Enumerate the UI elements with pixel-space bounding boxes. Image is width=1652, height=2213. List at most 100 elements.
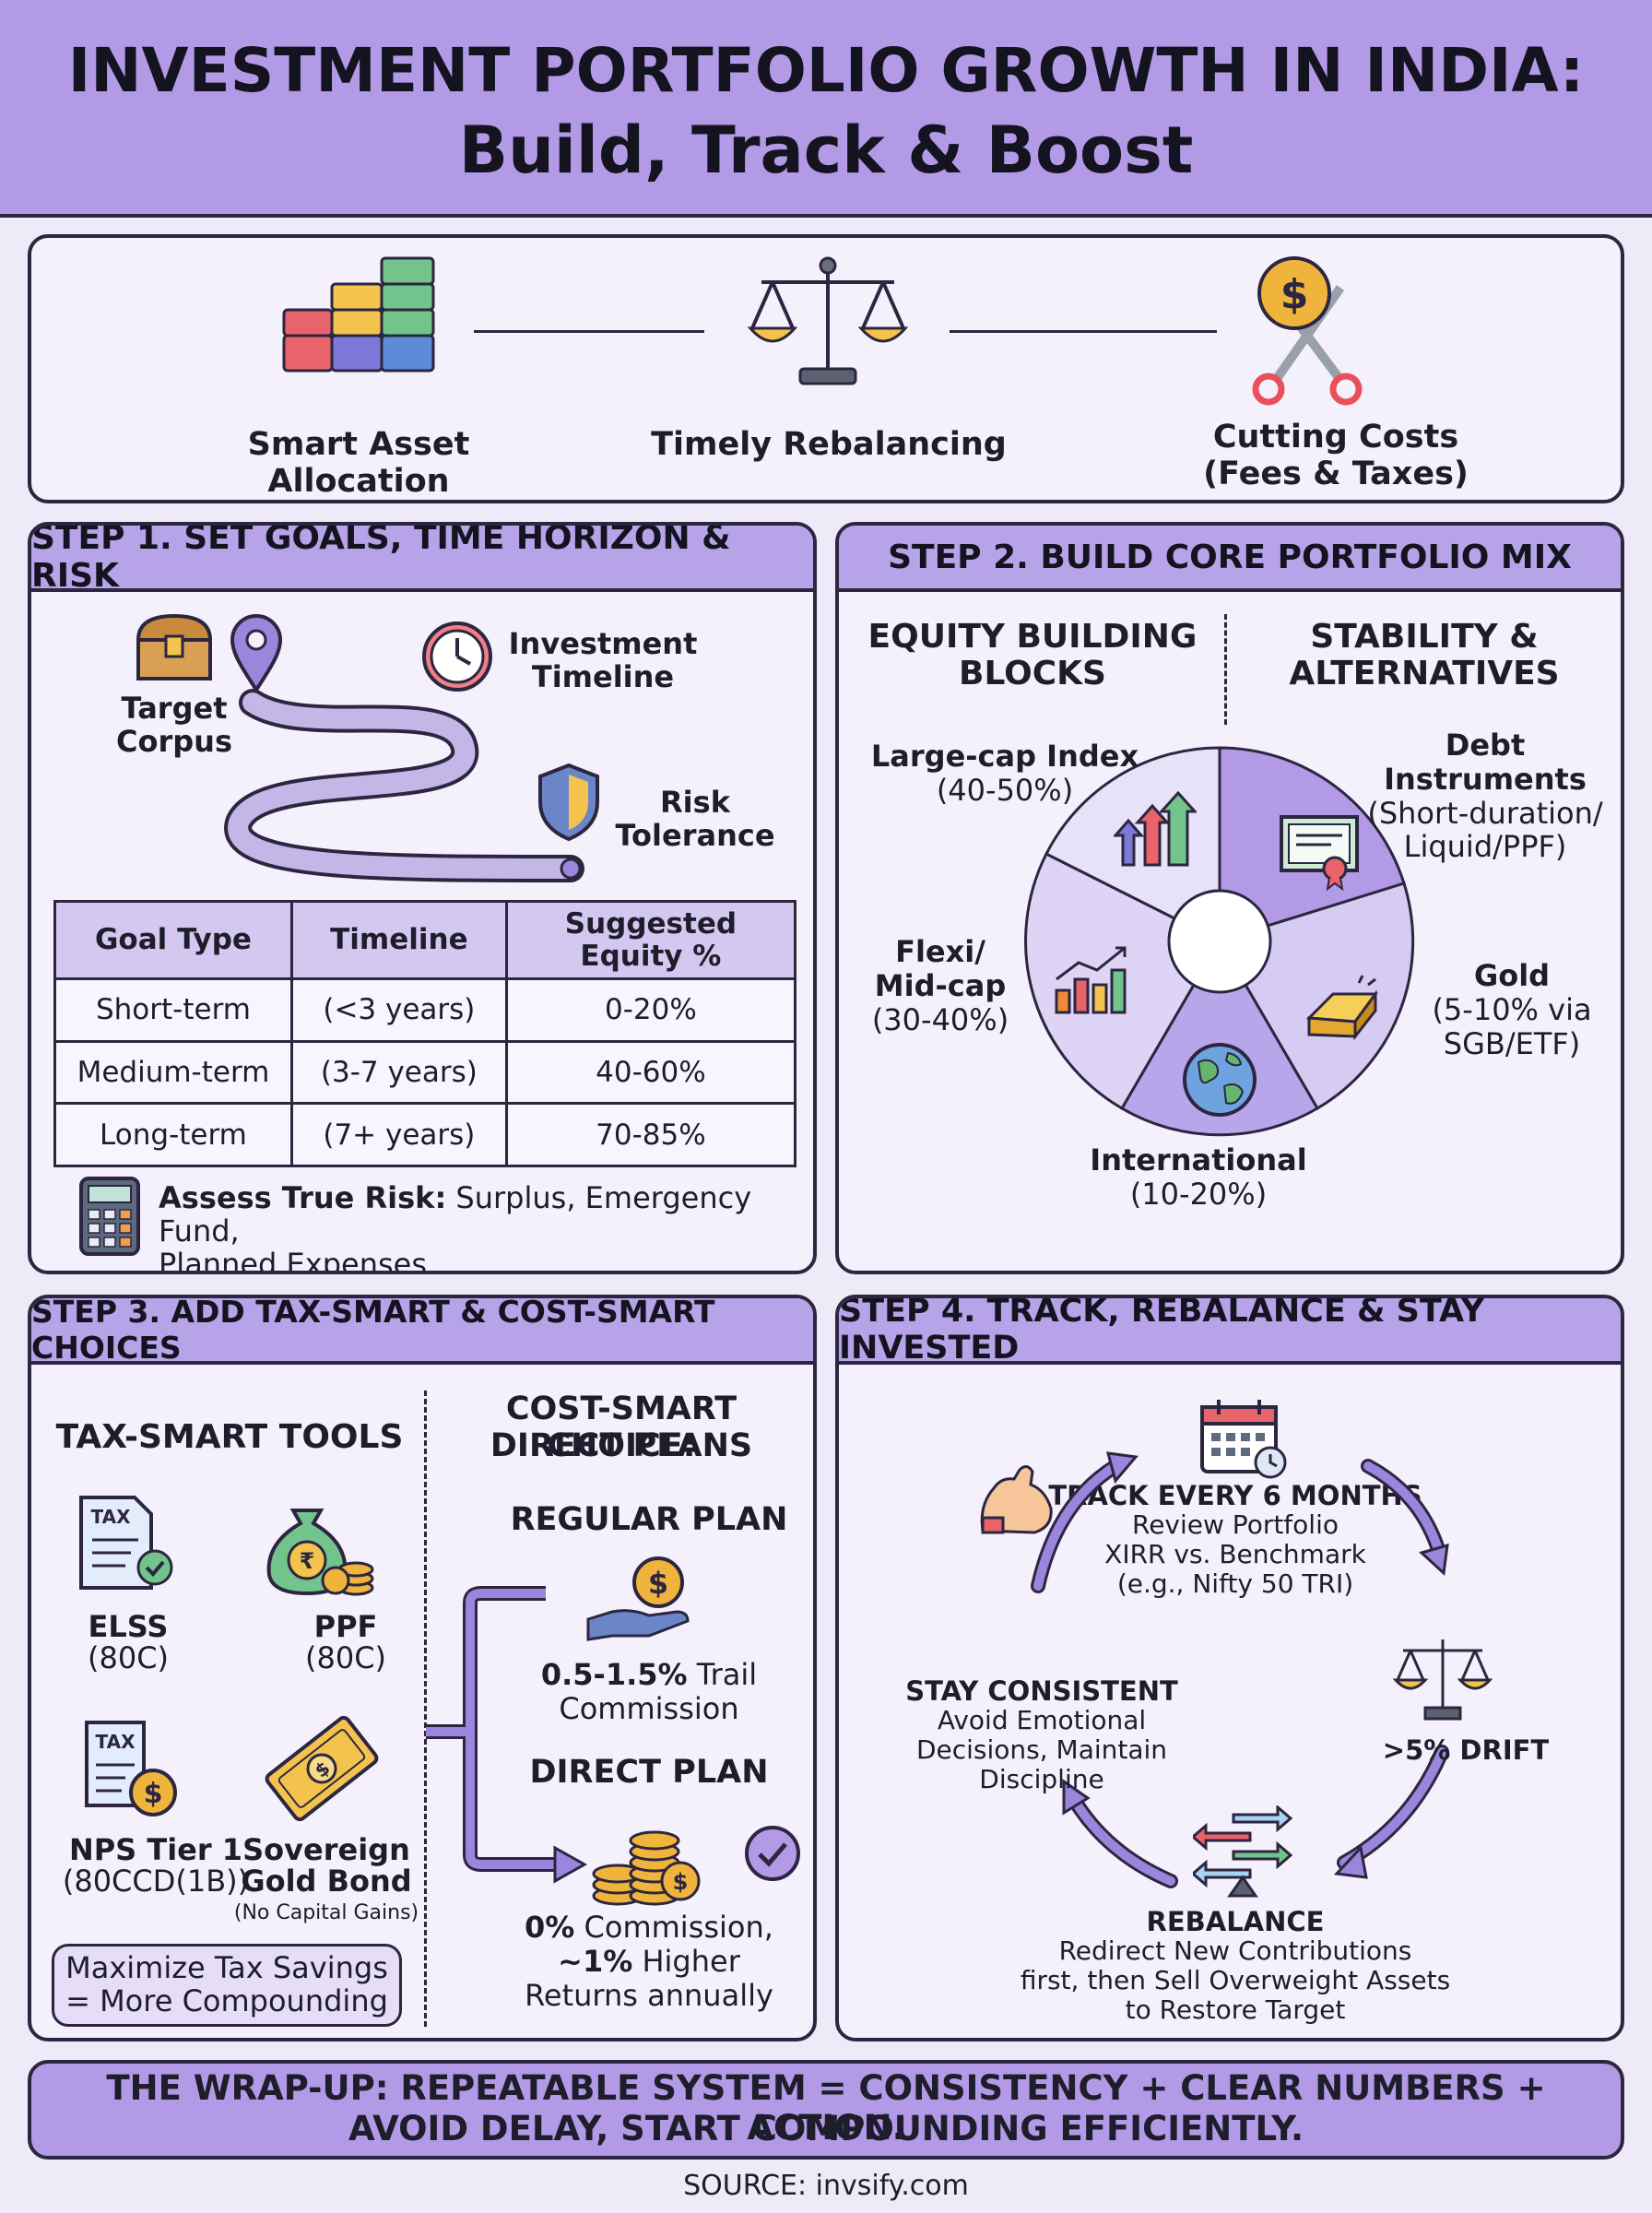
consistent-line2: Decisions, Maintain <box>915 1734 1168 1765</box>
pillar-label-costs-sub: (Fees & Taxes) <box>1203 456 1469 492</box>
gold-bar-icon <box>1305 975 1378 1041</box>
ppf-section: (80C) <box>304 1640 387 1675</box>
treasure-chest-icon <box>136 613 213 680</box>
tax-smart-heading: TAX-SMART TOOLS <box>55 1418 404 1456</box>
table-cell: (3-7 years) <box>289 1039 508 1106</box>
balance-scale-icon <box>747 256 909 385</box>
sgb-label-2: Gold Bond <box>241 1864 412 1899</box>
assess-risk-note: Assess True Risk: Surplus, Emergency Fun… <box>159 1180 752 1274</box>
connector-line <box>474 330 704 333</box>
certificate-icon <box>1280 815 1359 891</box>
target-corpus-label: Target <box>121 691 228 726</box>
risk-tolerance-label: Risk <box>660 785 730 820</box>
svg-text:TAX: TAX <box>91 1506 132 1528</box>
header-timeline: Timeline <box>289 900 508 980</box>
svg-text:$: $ <box>144 1778 163 1810</box>
money-bag-icon: ₹ <box>266 1509 374 1596</box>
elss-label: ELSS <box>88 1609 169 1644</box>
wrap-up-line1: THE WRAP-UP: REPEATABLE SYSTEM = CONSIST… <box>106 2068 1546 2148</box>
bar-trend-icon <box>1055 946 1127 1014</box>
table-cell: Short-term <box>53 977 293 1043</box>
step1-title: STEP 1. SET GOALS, TIME HORIZON & RISK <box>31 526 813 595</box>
flexed-arm-icon <box>980 1465 1053 1534</box>
nps-label: NPS Tier 1 <box>68 1832 243 1867</box>
cost-smart-heading: COST-SMART CHOICE: <box>505 1391 738 1465</box>
title-banner <box>0 0 1652 218</box>
nps-section: (80CCD(1B)) <box>62 1864 250 1899</box>
svg-text:$: $ <box>1280 271 1309 318</box>
target-corpus-label-2: Corpus <box>116 724 232 759</box>
calendar-icon <box>1200 1400 1287 1479</box>
pillar-label-rebalancing: Timely Rebalancing <box>651 426 1007 463</box>
table-cell: (7+ years) <box>289 1102 508 1167</box>
rebalance-line1: Redirect New Contributions <box>1058 1935 1412 1966</box>
maximize-tax-note <box>52 1944 402 2027</box>
svg-text:$: $ <box>648 1566 668 1601</box>
roadmap-path <box>224 689 584 882</box>
step2-title: STEP 2. BUILD CORE PORTFOLIO MIX <box>839 526 1621 592</box>
pillar-label-allocation: Smart Asset Allocation <box>247 426 470 501</box>
rebalance-line2: first, then Sell Overweight Assets <box>1020 1965 1451 1995</box>
step1-card: STEP 1. SET GOALS, TIME HORIZON & RISK T… <box>28 522 817 1274</box>
cost-smart-heading-2: DIRECT PLANS <box>490 1427 753 1464</box>
table-cell: Medium-term <box>53 1039 293 1106</box>
step3-card: STEP 3. ADD TAX-SMART & COST-SMART CHOIC… <box>28 1295 817 2041</box>
gold-bond-note-icon: $ <box>265 1715 379 1822</box>
table-cell: 70-85% <box>504 1102 797 1167</box>
shield-icon <box>538 763 599 842</box>
header-goal-type: Goal Type <box>53 900 293 980</box>
direct-plan-title: DIRECT PLAN <box>529 1754 769 1791</box>
divider <box>1224 614 1227 725</box>
stability-heading: STABILITY & <box>1310 618 1539 656</box>
table-row: Short-term (<3 years) 0-20% <box>53 977 797 1043</box>
stability-heading-2: ALTERNATIVES <box>1289 655 1560 692</box>
stacked-blocks-icon <box>282 256 435 373</box>
table-cell: Long-term <box>53 1102 293 1167</box>
growth-arrows-icon <box>1114 790 1197 867</box>
timeline-label: Investment <box>508 626 698 661</box>
sgb-label: Sovereign <box>242 1832 410 1867</box>
hand-coin-icon: $ <box>586 1556 690 1641</box>
consistent-line3: Discipline <box>979 1764 1104 1794</box>
maximize-text: Maximize Tax Savings <box>65 1950 388 1985</box>
balance-scale-icon <box>1392 1639 1493 1721</box>
pillar-label-costs: Cutting Costs <box>1212 419 1459 456</box>
map-pin-icon <box>230 614 283 693</box>
step4-title: STEP 4. TRACK, REBALANCE & STAY INVESTED <box>839 1298 1621 1367</box>
cycle-arrows <box>1031 1451 1449 1888</box>
regular-plan-title: REGULAR PLAN <box>510 1501 788 1538</box>
page-title: INVESTMENT PORTFOLIO GROWTH IN INDIA: <box>67 35 1585 106</box>
track-line3: (e.g., Nifty 50 TRI) <box>1116 1568 1354 1599</box>
rebalance-title: REBALANCE <box>1146 1906 1325 1937</box>
tax-scroll-icon: TAX $ <box>85 1721 177 1817</box>
maximize-text-2: = More Compounding <box>65 1983 388 2018</box>
drift-label: >5% DRIFT <box>1382 1734 1550 1766</box>
svg-text:$: $ <box>673 1869 689 1895</box>
consistent-line1: Avoid Emotional <box>937 1705 1147 1735</box>
elss-section: (80C) <box>87 1640 170 1675</box>
rebalance-line3: to Restore Target <box>1125 1994 1346 2025</box>
source-credit: SOURCE: invsify.com <box>683 2170 969 2202</box>
tax-document-icon: TAX <box>79 1496 173 1590</box>
track-title: TRACK EVERY 6 MONTHS <box>1048 1480 1422 1511</box>
timeline-label-2: Timeline <box>531 659 675 694</box>
pillars-panel: Smart Asset Allocation Timely Rebalancin… <box>28 234 1624 503</box>
svg-text:₹: ₹ <box>300 1548 315 1574</box>
step2-card: STEP 2. BUILD CORE PORTFOLIO MIX EQUITY … <box>835 522 1624 1274</box>
table-cell: 40-60% <box>504 1039 797 1106</box>
track-line2: XIRR vs. Benchmark <box>1104 1539 1366 1569</box>
flexi-midcap-label: Flexi/Mid-cap(30-40%) <box>871 934 1009 1037</box>
table-cell: (<3 years) <box>289 977 508 1043</box>
calculator-icon <box>79 1177 140 1256</box>
check-circle-icon <box>745 1826 800 1881</box>
track-line1: Review Portfolio <box>1132 1509 1339 1540</box>
consistent-title: STAY CONSISTENT <box>905 1675 1178 1707</box>
svg-text:TAX: TAX <box>96 1731 136 1753</box>
table-row: Medium-term (3-7 years) 40-60% <box>53 1039 797 1106</box>
page-subtitle: Build, Track & Boost <box>458 112 1194 188</box>
ppf-label: PPF <box>313 1609 378 1644</box>
